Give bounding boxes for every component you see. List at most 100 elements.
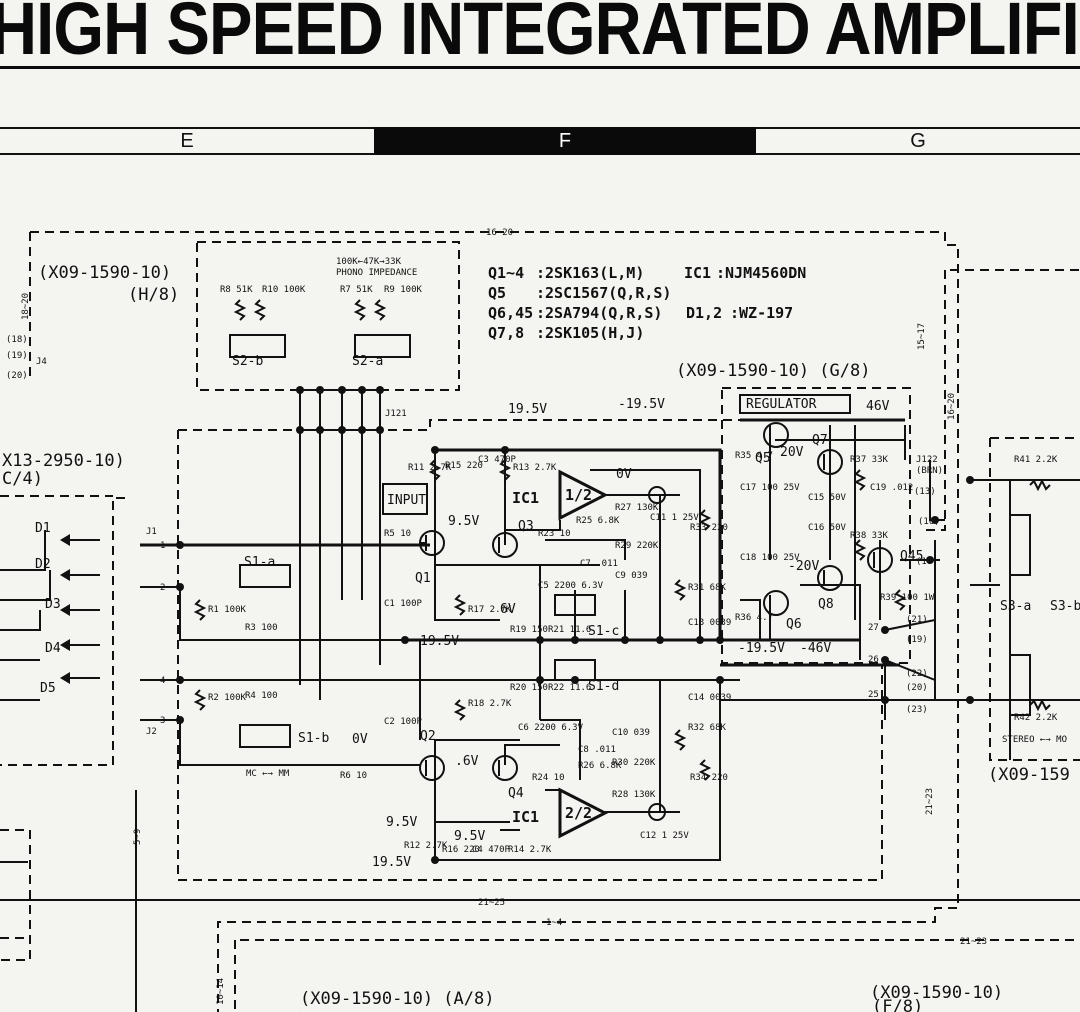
component-label: R23 10	[538, 529, 571, 539]
component-label: C19 .012	[870, 483, 913, 493]
regulator-label: REGULATOR	[746, 397, 817, 412]
diagram-labels: (X09-1590-10) (H/8) (X09-1590-10) (G/8) …	[2, 228, 1080, 1012]
board-ref-left-sub: C/4)	[2, 469, 43, 489]
component-label: R1 100K	[208, 605, 247, 615]
component-label: C17 100 25V	[740, 483, 800, 493]
pin-label: (16)	[918, 517, 940, 527]
bus-label: (20)	[6, 371, 28, 381]
parts-value: :2SC1567(Q,R,S)	[536, 284, 671, 302]
transistor-q7: Q7	[812, 433, 828, 448]
component-label: C15 50V	[808, 493, 847, 503]
component-label: C2 100P	[384, 717, 423, 727]
parts-ref: IC1	[684, 264, 711, 282]
range-label: 21~23	[960, 937, 987, 947]
component-label: R31 68K	[688, 583, 727, 593]
bus-label: (19)	[906, 635, 928, 645]
component-label: C7 .011	[580, 559, 618, 569]
bus-label: (20)	[906, 683, 928, 693]
title-rule	[0, 66, 1080, 69]
component-label: R14 2.7K	[508, 845, 552, 855]
board-outlines	[0, 231, 1080, 1012]
connector-j121: J121	[385, 409, 407, 419]
range-label: 15~17	[917, 323, 927, 350]
transistor-symbols	[419, 422, 893, 821]
component-label: R32 68K	[688, 723, 727, 733]
grid-column-f: F	[374, 127, 756, 155]
component-label: R36 4.7	[735, 613, 773, 623]
switch-s2b: S2-b	[232, 354, 263, 369]
bus-label: (18)	[6, 335, 28, 345]
transistor-q4: Q4	[508, 786, 524, 801]
wires	[0, 388, 1080, 1012]
transistor-q3: Q3	[518, 519, 534, 534]
voltage-minus-19-5v-mid: 19.5V	[420, 634, 459, 649]
component-label: R18 2.7K	[468, 699, 512, 709]
board-ref-bottom-right: (X09-1590-10)	[870, 983, 1003, 1003]
voltage-minus-46v: -46V	[800, 641, 831, 656]
bus-label: (21)	[906, 615, 928, 625]
parts-ref: Q6,45	[488, 304, 533, 322]
component-label: R13 2.7K	[513, 463, 557, 473]
parts-value: :2SK105(H,J)	[536, 324, 644, 342]
component-label: R34 220	[690, 773, 728, 783]
voltage-0-6v: .6V	[455, 754, 479, 769]
board-ref-top-left: (X09-1590-10)	[38, 263, 171, 283]
stereo-mono-label: STEREO ←→ MO	[1002, 735, 1067, 745]
component-label: R37 33K	[850, 455, 889, 465]
component-label: R6 10	[340, 771, 367, 781]
parts-value: :NJM4560DN	[716, 264, 806, 282]
led-d1: D1	[35, 521, 51, 536]
component-label: C9 039	[615, 571, 648, 581]
resistor-symbols	[193, 299, 1051, 781]
mc-mm-label: MC ←→ MM	[246, 769, 290, 779]
component-label: R26 6.8K	[578, 761, 622, 771]
connector-j122: J122	[916, 455, 938, 465]
range-label: 10~14	[216, 978, 226, 1005]
component-label: R35 4.7	[735, 451, 773, 461]
component-label: C11 1 25V	[650, 513, 699, 523]
phono-title: PHONO IMPEDANCE	[336, 268, 417, 278]
component-label: C14 0039	[688, 693, 731, 703]
ic1-top-opamp	[558, 469, 609, 521]
component-label: R22 11.6	[548, 683, 591, 693]
range-label: 18~20	[21, 293, 31, 320]
voltage-19-5v-bottom: 19.5V	[372, 855, 411, 870]
parts-list: Q1~4 :2SK163(L,M) Q5 :2SC1567(Q,R,S) Q6,…	[488, 264, 806, 342]
component-label: C18 100 25V	[740, 553, 800, 563]
transistor-q6: Q6	[786, 617, 802, 632]
parts-ref: Q1~4	[488, 264, 524, 282]
led-d5: D5	[40, 681, 56, 696]
ic1-bottom-opamp	[558, 787, 609, 839]
component-label: C8 .011	[578, 745, 616, 755]
led-symbols	[60, 534, 70, 684]
component-label: R39 100 1W	[880, 593, 935, 603]
ic-bottom-half: 2/2	[565, 804, 592, 822]
transistor-q1: Q1	[415, 571, 431, 586]
transistor-q45: Q45	[900, 549, 923, 564]
parts-ref: Q7,8	[488, 324, 524, 342]
connector-j2: J2	[146, 727, 157, 737]
board-ref-regulator: (X09-1590-10) (G/8)	[676, 361, 870, 381]
pin-label: 25	[868, 690, 879, 700]
component-label: R4 100	[245, 691, 278, 701]
switch-s1a: S1-a	[244, 555, 275, 570]
component-label: R9 100K	[384, 285, 423, 295]
range-label: 16~20	[486, 228, 513, 238]
component-label: R24 10	[532, 773, 565, 783]
pin-label: 3	[160, 716, 165, 726]
board-ref-right: (X09-159	[988, 765, 1070, 785]
range-label: 21~23	[925, 788, 935, 815]
parts-ref: Q5	[488, 284, 506, 302]
component-label: R20 150	[510, 683, 548, 693]
component-label: R38 33K	[850, 531, 889, 541]
page-title: HIGH SPEED INTEGRATED AMPLIFIE	[0, 0, 1080, 70]
component-label: R11 2.7K	[408, 463, 452, 473]
led-d3: D3	[45, 597, 61, 612]
component-label: R27 130K	[615, 503, 659, 513]
phono-values: 100K←47K→33K	[336, 257, 402, 267]
switch-s1d: S1-d	[588, 679, 619, 694]
parts-ref: D1,2	[686, 304, 722, 322]
led-d2: D2	[35, 557, 51, 572]
voltage-20v: 20V	[780, 445, 804, 460]
